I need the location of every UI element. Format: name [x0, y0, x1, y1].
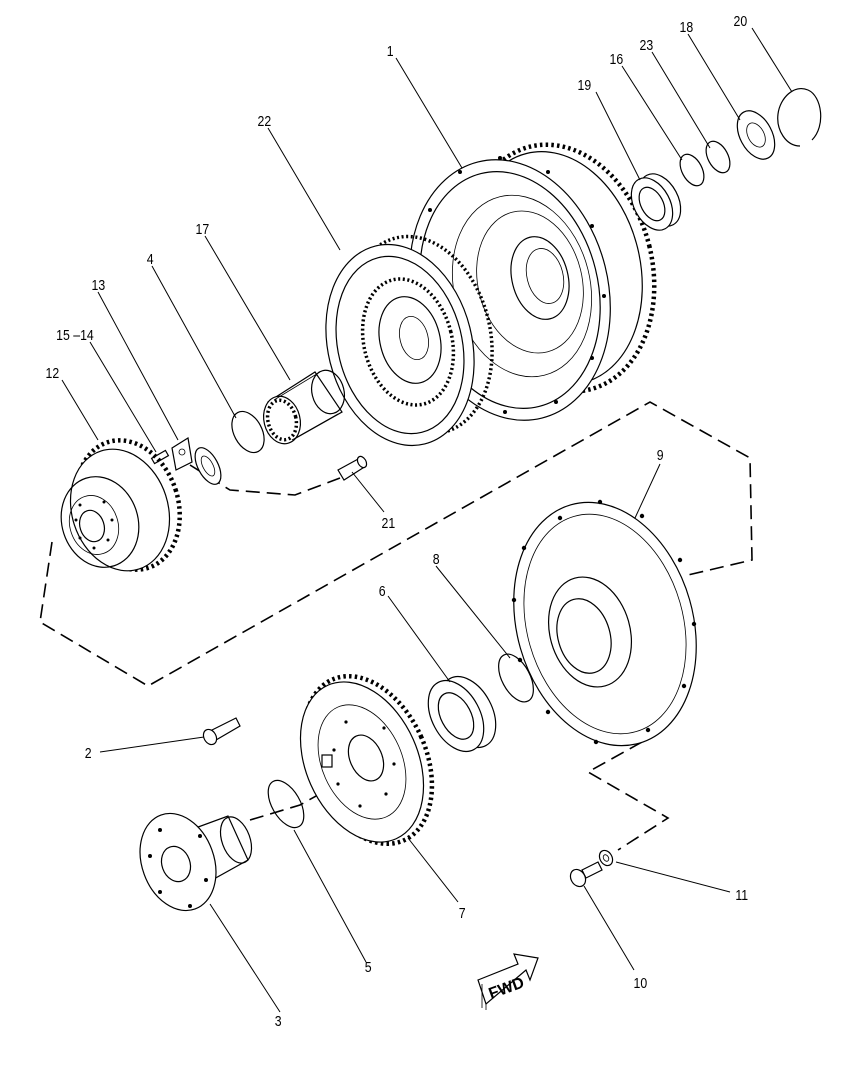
- leader-lines: [61, 27, 793, 1013]
- part-4-snap-ring: [231, 410, 265, 454]
- part-19-bearing-seal: [630, 173, 682, 231]
- callout-6: 6: [379, 583, 386, 599]
- part-15-14-pin: [150, 449, 170, 465]
- callout-2: 2: [85, 745, 92, 761]
- callout-8: 8: [433, 551, 440, 567]
- part-13-lock-plate: [171, 437, 193, 471]
- callout-1: 1: [387, 43, 394, 59]
- part-10-bolt: [569, 861, 603, 888]
- part-retainer-washer: [194, 447, 222, 485]
- assembly-boundary-upper: [39, 401, 753, 687]
- part-8-snap-ring: [498, 653, 534, 703]
- callout-22: 22: [258, 113, 272, 129]
- callout-19: 19: [578, 77, 592, 93]
- part-11-washer: [598, 849, 614, 867]
- part-12-gear-hub: [60, 438, 182, 572]
- centerline-lower: [249, 737, 421, 821]
- callout-13: 13: [92, 277, 106, 293]
- part-2-bolt: [202, 717, 241, 746]
- part-22-bladed-wheel: [325, 234, 494, 447]
- part-18-thrust-washer: [736, 110, 776, 160]
- callout-16: 16: [610, 51, 624, 67]
- callout-11: 11: [735, 887, 748, 903]
- part-1-ring-gear-housing: [409, 142, 657, 421]
- callout-17: 17: [196, 221, 210, 237]
- callout-21: 21: [382, 515, 396, 531]
- part-21-bolt: [337, 455, 368, 481]
- part-6-bearing: [427, 676, 497, 752]
- part-9-cover-plate: [511, 499, 697, 747]
- callout-7: 7: [459, 905, 466, 921]
- part-16-ring: [679, 153, 705, 187]
- callout-20: 20: [734, 13, 748, 29]
- part-17-splined-hub: [262, 369, 346, 445]
- callout-3: 3: [275, 1013, 282, 1029]
- part-20-snap-ring: [777, 88, 822, 147]
- callout-23: 23: [640, 37, 654, 53]
- callout-15-14: 15 –14: [56, 327, 94, 343]
- fwd-direction-arrow: FWD: [477, 953, 539, 1010]
- part-3-flange-carrier: [139, 812, 253, 912]
- callout-labels: 1 2 3 4 5 6 7 8 9 10 11 12 13 15 –14 16 …: [46, 13, 749, 1029]
- assembly-boundary-lower: [586, 741, 670, 851]
- callout-18: 18: [680, 19, 694, 35]
- callout-4: 4: [147, 251, 154, 267]
- part-23-ring: [705, 140, 731, 174]
- callout-9: 9: [657, 447, 664, 463]
- callout-5: 5: [365, 959, 372, 975]
- callout-12: 12: [46, 365, 60, 381]
- callout-10: 10: [634, 975, 648, 991]
- part-7-bevel-gear: [299, 673, 435, 847]
- part-5-snap-ring: [267, 779, 305, 829]
